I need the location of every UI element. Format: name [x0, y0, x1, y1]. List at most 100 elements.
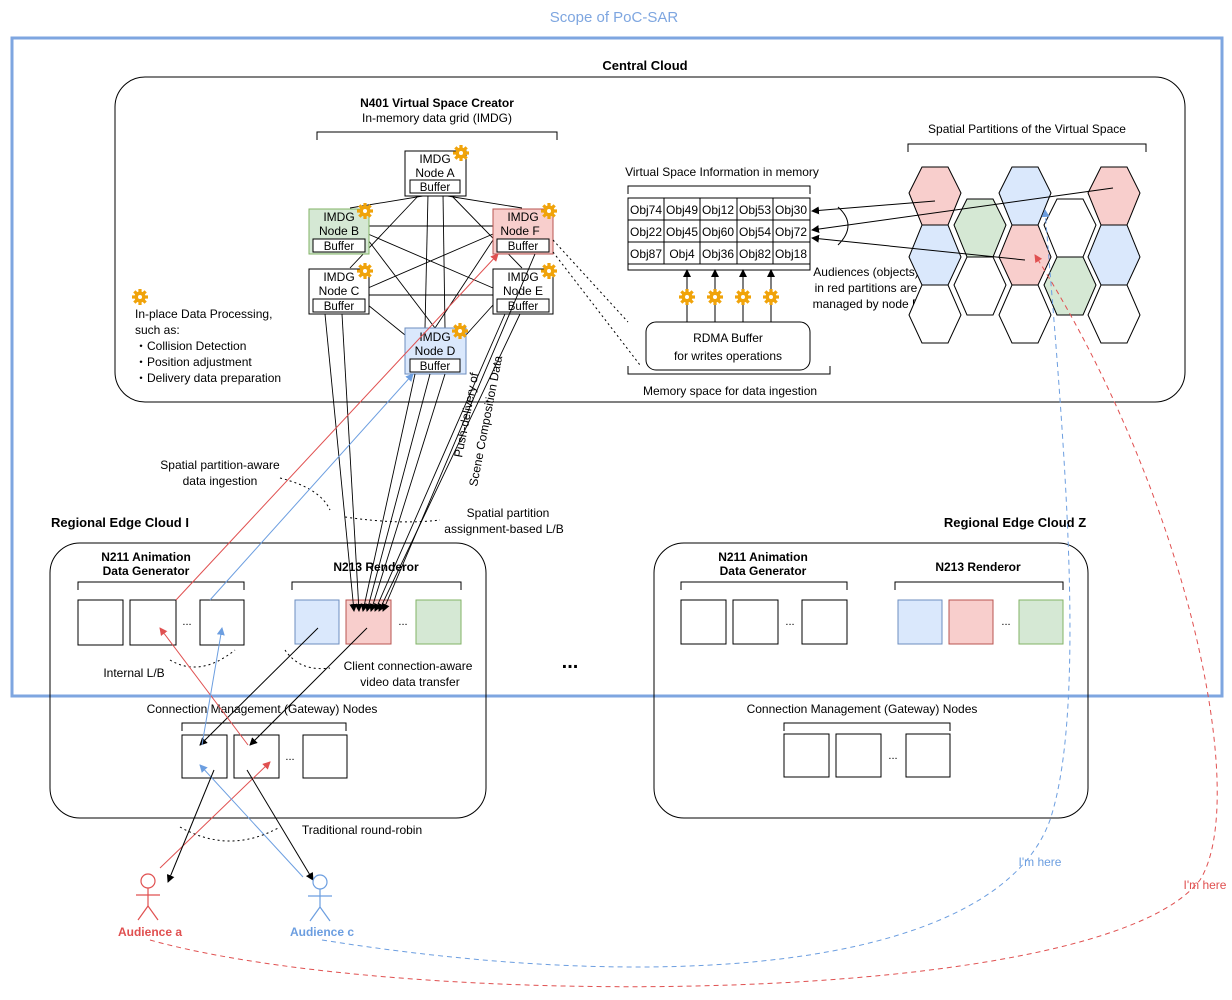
edge-ellipsis: ...: [562, 651, 579, 673]
callout-line: [552, 239, 629, 323]
edge-i-anim-bracket: [77, 581, 245, 590]
lb-arc: [344, 516, 441, 523]
cog-icon: [357, 203, 373, 219]
edge-i-anim-2: Data Generator: [103, 564, 190, 578]
audience-c-up: [199, 764, 304, 878]
edge-i-renderer-bracket: [291, 581, 462, 590]
renderer-node-red: [948, 599, 994, 645]
node-d-line1: IMDG: [419, 330, 450, 344]
audience-c-icon: [308, 874, 332, 922]
gateway-node: [835, 733, 882, 778]
ingest-arc: [279, 477, 331, 511]
spatial-bracket: [907, 143, 1147, 152]
memory-label: Memory space for data ingestion: [643, 384, 817, 398]
imdg-node-d: IMDG Node D Buffer: [404, 323, 468, 375]
audience-a-up: [159, 761, 271, 869]
node-b-line1: IMDG: [323, 210, 354, 224]
im-here-red-curve: [149, 254, 1218, 988]
inplace-item-2: ・Position adjustment: [135, 355, 252, 369]
vsi-bracket: [627, 185, 811, 194]
edge-z-gateway: Connection Management (Gateway) Nodes: [747, 702, 978, 716]
gateway-node: [233, 734, 280, 779]
edge-z-renderer-bracket: [894, 581, 1064, 590]
partition-arrows: [811, 187, 1114, 261]
node-a-line2: Node A: [415, 166, 454, 180]
imdg-node-a: IMDG Node A Buffer: [404, 145, 469, 197]
anim-node: [732, 599, 779, 645]
node-c-line1: IMDG: [323, 270, 354, 284]
node-b-buffer: Buffer: [324, 241, 355, 253]
inplace-item-3: ・Delivery data preparation: [135, 371, 281, 385]
imdg-bracket: [316, 131, 558, 140]
anim-node: [129, 599, 177, 646]
rdma-line2: for writes operations: [674, 349, 782, 363]
node-e-line2: Node E: [503, 284, 543, 298]
anim-node: [801, 599, 848, 645]
scope-title: Scope of PoC-SAR: [550, 9, 679, 26]
gateway-to-audience-a: [166, 769, 215, 883]
lb-label-2: assignment-based L/B: [444, 522, 563, 536]
edge-i-gateway-bracket: [181, 722, 347, 731]
edge-z-anim-bracket: [680, 581, 848, 590]
edge-z-gateway-bracket: [783, 722, 951, 731]
vsc-title: N401 Virtual Space Creator: [360, 96, 514, 110]
renderer-node-green: [415, 599, 462, 645]
edge-z-title: Regional Edge Cloud Z: [944, 515, 1086, 530]
audience-note-2: in red partitions are: [815, 281, 918, 295]
anim-node: [680, 599, 727, 645]
inplace-title: In-place Data Processing,: [135, 307, 272, 321]
audience-note-1: Audiences (objects): [813, 265, 918, 279]
render-to-gateway: [249, 627, 368, 746]
node-e-buffer: Buffer: [508, 301, 539, 313]
edge-i-region: [49, 542, 487, 819]
gateway-to-anim-blue: [201, 627, 225, 746]
node-a-buffer: Buffer: [420, 182, 451, 194]
imdg-node-e: IMDG Node E Buffer: [492, 263, 557, 315]
round-robin-label: Traditional round-robin: [302, 823, 422, 837]
spatial-title: Spatial Partitions of the Virtual Space: [928, 122, 1126, 136]
obj-cell: Obj60: [702, 225, 734, 239]
rdma-buffer-box: [645, 321, 811, 371]
gateway-node: [905, 733, 951, 778]
node-e-line1: IMDG: [507, 270, 538, 284]
gateway-node: [302, 734, 348, 779]
gateway-dots: ...: [285, 751, 294, 763]
cog-icon: [357, 263, 373, 279]
renderer-node-blue: [897, 599, 943, 645]
renderer-node-blue: [294, 599, 340, 645]
imdg-mesh: [349, 193, 523, 336]
obj-cell: Obj30: [775, 203, 807, 217]
node-f-line1: IMDG: [507, 210, 538, 224]
node-d-line2: Node D: [415, 344, 456, 358]
obj-cell: Obj18: [775, 247, 807, 261]
cog-icon: [453, 145, 469, 161]
im-here-blue-label: I'm here: [1019, 855, 1062, 869]
audience-c-label: Audience c: [290, 925, 354, 939]
edge-z-anim-1: N211 Animation: [718, 550, 808, 564]
node-d-buffer: Buffer: [420, 361, 451, 373]
node-f-line2: Node F: [500, 224, 539, 238]
hex-grid: [908, 166, 1141, 344]
internal-lb-label: Internal L/B: [103, 666, 164, 680]
obj-cell: Obj74: [630, 203, 662, 217]
anim-dots: ...: [785, 616, 794, 628]
obj-cell: Obj45: [666, 225, 698, 239]
obj-cell: Obj22: [630, 225, 662, 239]
edge-z-anim-2: Data Generator: [720, 564, 807, 578]
renderer-dots: ...: [398, 616, 407, 628]
cog-icon: [763, 289, 779, 305]
push-delivery-lines: [324, 253, 536, 612]
object-table: Obj74 Obj49 Obj12 Obj53 Obj30 Obj22 Obj4…: [627, 197, 811, 265]
rdma-write-arrows: [683, 269, 775, 322]
callout-line: [552, 251, 641, 366]
im-here-red-label: I'm here: [1184, 878, 1227, 892]
edge-z-renderer: N213 Renderor: [935, 560, 1021, 574]
obj-cell: Obj36: [702, 247, 734, 261]
inplace-item-1: ・Collision Detection: [135, 339, 246, 353]
audience-note-3: managed by node F: [813, 297, 920, 311]
audience-a-icon: [136, 873, 160, 921]
anim-node: [77, 599, 124, 646]
obj-cell: Obj49: [666, 203, 698, 217]
central-cloud-region: [114, 76, 1186, 403]
edge-i-title: Regional Edge Cloud I: [51, 515, 189, 530]
